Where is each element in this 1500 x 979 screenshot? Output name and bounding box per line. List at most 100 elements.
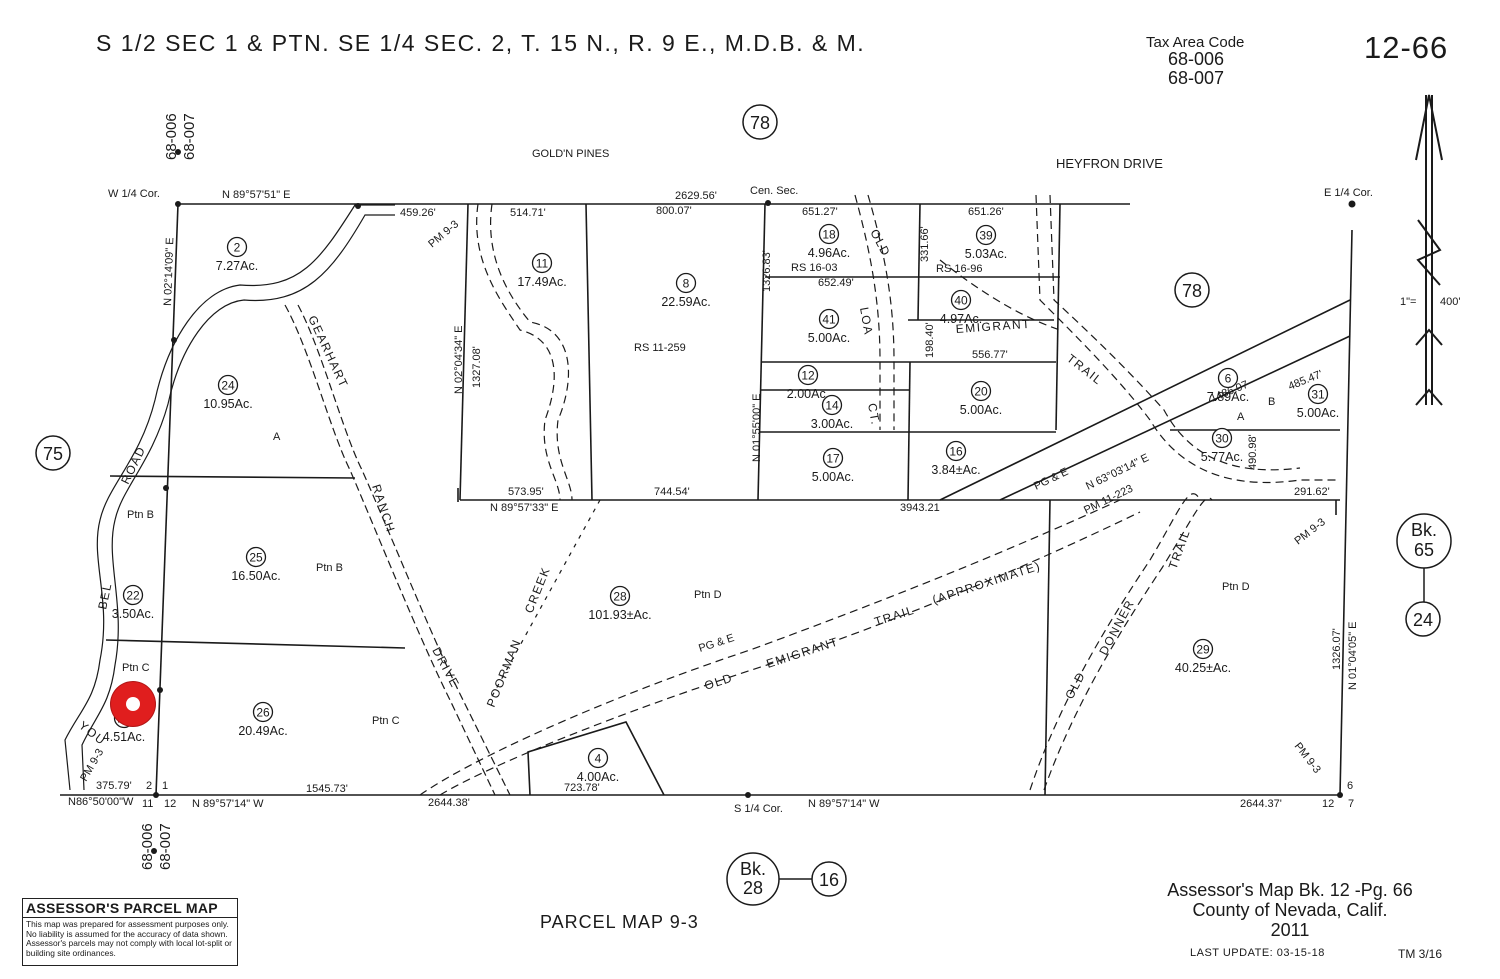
parcel-30-circle <box>1211 427 1233 449</box>
book-78-right: 78 <box>1182 281 1202 301</box>
goldn-pines: GOLD'N PINES <box>532 148 609 160</box>
parcel-22-acreage: 3.50Ac. <box>112 607 154 621</box>
location-marker-icon[interactable] <box>111 682 155 726</box>
section-1: 1 <box>162 780 168 792</box>
heyfron-drive: HEYFRON DRIVE <box>1056 156 1163 171</box>
map-citation: Assessor's Map Bk. 12 -Pg. 66 County of … <box>1120 880 1460 940</box>
dist-2629: 2629.56' <box>675 190 717 202</box>
parcel-8-acreage: 22.59Ac. <box>661 295 710 309</box>
parcel-14[interactable]: 143.00Ac. <box>811 394 853 432</box>
parcel-6[interactable]: 67.89Ac. <box>1207 367 1249 405</box>
parcel-40-circle <box>950 289 972 311</box>
road-label-creek: CREEK <box>522 565 553 616</box>
tax-area-code-1: 68-006 <box>1168 49 1225 69</box>
label-a-1: A <box>273 431 281 443</box>
parcel-8-circle <box>675 272 697 294</box>
book-28-label: Bk. <box>740 859 766 879</box>
parcel-17[interactable]: 175.00Ac. <box>812 447 854 485</box>
dist-2644a: 2644.38' <box>428 797 470 809</box>
parcel-24-acreage: 10.95Ac. <box>203 397 252 411</box>
parcel-25-circle <box>245 546 267 568</box>
parcel-41-circle <box>818 308 840 330</box>
road-label-old-2: OLD <box>703 671 735 693</box>
parcel-12[interactable]: 122.00Ac. <box>787 364 829 402</box>
label-ptn-d-2: Ptn D <box>1222 581 1250 593</box>
bearing-interior-2: N 01°55'00" E <box>751 393 763 462</box>
center-section: Cen. Sec. <box>750 185 798 197</box>
parcel-40-acreage: 4.97Ac. <box>940 312 982 326</box>
label-a-2: A <box>1237 411 1245 423</box>
road-label-bel: BEL <box>95 581 114 611</box>
parcel-29-acreage: 40.25±Ac. <box>1175 661 1231 675</box>
parcel-20[interactable]: 205.00Ac. <box>960 380 1002 418</box>
dist-723: 723.78' <box>564 782 600 794</box>
parcel-24[interactable]: 24 10.95Ac. <box>203 374 253 412</box>
north-arrow-icon <box>1415 94 1443 406</box>
label-pge-1: PG & E <box>1032 466 1070 493</box>
dist-2644b: 2644.37' <box>1240 798 1282 810</box>
parcel-31[interactable]: 31 5.00Ac. <box>1297 383 1339 421</box>
tm-code: TM 3/16 <box>1398 947 1443 961</box>
parcel-8[interactable]: 822.59Ac. <box>661 272 711 310</box>
parcel-39-acreage: 5.03Ac. <box>965 247 1007 261</box>
parcel-12-number: 12 <box>801 369 815 383</box>
label-ptn-c-1: Ptn C <box>122 662 150 674</box>
book-page-line: Assessor's Map Bk. 12 -Pg. 66 <box>1167 880 1413 900</box>
parcel-18[interactable]: 184.96Ac. <box>808 223 850 261</box>
scale-ratio-right: 400' <box>1440 296 1460 308</box>
parcel-22-circle <box>122 584 144 606</box>
section-12: 12 <box>164 798 176 810</box>
road-label-drive: DRIVE <box>429 645 462 691</box>
parcel-2[interactable]: 27.27Ac. <box>216 236 258 274</box>
bearing-interior-1: N 02°04'34" E <box>453 325 465 394</box>
label-pge-2: PG & E <box>697 632 736 655</box>
parcel-29[interactable]: 29 40.25±Ac. <box>1175 638 1231 676</box>
parcel-26[interactable]: 26 20.49Ac. <box>238 701 288 739</box>
parcel-4[interactable]: 44.00Ac. <box>577 747 619 785</box>
parcel-16-circle <box>945 440 967 462</box>
book-65-label: Bk. <box>1411 520 1437 540</box>
section-2: 2 <box>146 780 152 792</box>
parcel-29-number: 29 <box>1196 643 1210 657</box>
bearing-mid: N 89°57'33" E <box>490 502 559 514</box>
parcel-20-number: 20 <box>974 385 988 399</box>
parcel-14-circle <box>821 394 843 416</box>
page-id: 12-66 <box>1364 30 1449 65</box>
dist-651a: 651.27' <box>802 206 838 218</box>
parcel-41-acreage: 5.00Ac. <box>808 331 850 345</box>
parcel-31-number: 31 <box>1311 388 1325 402</box>
label-pm-9-3-d: PM 9-3 <box>1292 740 1323 775</box>
parcel-25-acreage: 16.50Ac. <box>231 569 280 583</box>
parcel-30-acreage: 5.77Ac. <box>1201 450 1243 464</box>
parcel-24-number: 24 <box>221 379 235 393</box>
parcel-26-acreage: 20.49Ac. <box>238 724 287 738</box>
parcel-4-circle <box>587 747 609 769</box>
dist-375: 375.79' <box>96 780 132 792</box>
label-rs-16-03: RS 16-03 <box>791 262 837 274</box>
label-rs-16-96: RS 16-96 <box>936 263 982 275</box>
dist-198: 198.40' <box>924 322 936 358</box>
parcel-16[interactable]: 163.84±Ac. <box>931 440 981 478</box>
parcel-39[interactable]: 395.03Ac. <box>965 224 1007 262</box>
label-ptn-d-1: Ptn D <box>694 589 722 601</box>
parcel-26-number: 26 <box>256 706 270 720</box>
parcel-map-reference: PARCEL MAP 9-3 <box>540 912 699 932</box>
road-label-ct: CT. <box>865 402 883 427</box>
bearing-top: N 89°57'51" E <box>222 189 291 201</box>
page-16-link: 16 <box>819 870 839 890</box>
parcel-22-number: 22 <box>126 589 140 603</box>
parcel-40[interactable]: 404.97Ac. <box>940 289 982 327</box>
parcel-30[interactable]: 305.77Ac. <box>1201 427 1243 465</box>
parcel-31-acreage: 5.00Ac. <box>1297 406 1339 420</box>
tax-mark-bot-b: 68-007 <box>157 823 174 870</box>
scale-ratio-left: 1"= <box>1400 296 1416 308</box>
parcel-41[interactable]: 415.00Ac. <box>808 308 850 346</box>
book-28-number: 28 <box>743 878 763 898</box>
parcel-22[interactable]: 22 3.50Ac. <box>112 584 154 622</box>
dist-652: 652.49' <box>818 277 854 289</box>
dist-1326b: 1326.07' <box>1331 628 1343 670</box>
